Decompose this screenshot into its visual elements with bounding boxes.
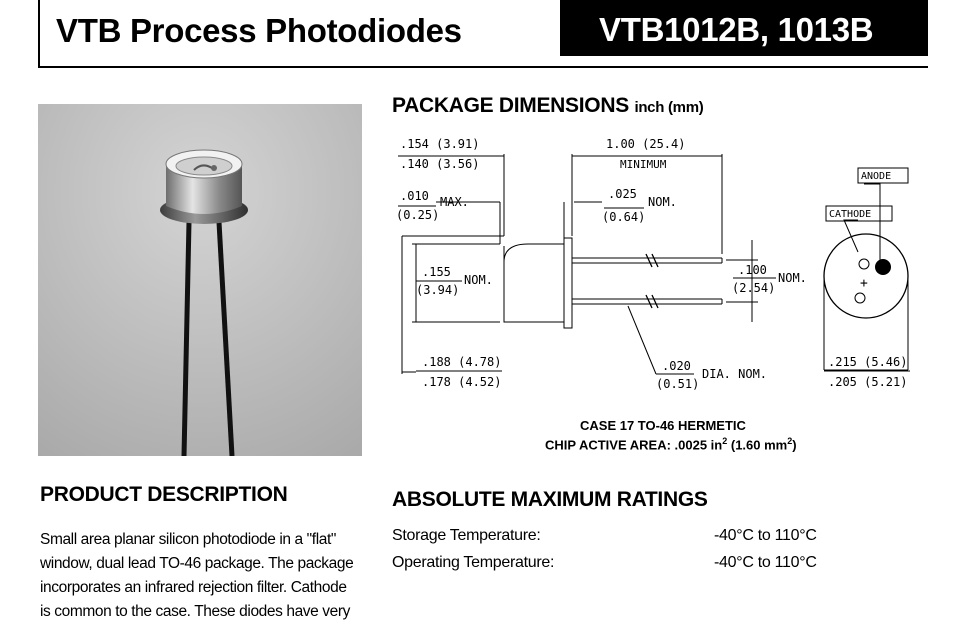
product-description-heading: PRODUCT DESCRIPTION: [40, 483, 288, 506]
chip-area-close: ): [792, 437, 797, 453]
rating-label: Operating Temperature:: [392, 554, 555, 571]
part-number-title: VTB1012B, 1013B: [599, 11, 874, 48]
dim-max-label: MAX.: [440, 195, 469, 209]
header-rule: [38, 66, 928, 68]
dim-dia-nom-label: DIA. NOM.: [702, 367, 767, 381]
case-info: CASE 17 TO-46 HERMETIC: [580, 418, 746, 433]
dim-025mm: (0.25): [396, 208, 439, 222]
package-dimension-drawing: .154 (3.91) .140 (3.56) 1.00 (25.4) MINI…: [388, 126, 948, 421]
desc-line-4: is common to the case. These diodes have…: [40, 603, 350, 620]
anode-label: ANODE: [861, 171, 891, 182]
dim-nom-label-2: NOM.: [464, 273, 493, 287]
dim-178: .178 (4.52): [422, 375, 501, 389]
dim-394mm: (3.94): [416, 283, 459, 297]
header-title: VTB Process Photodiodes: [56, 12, 462, 49]
product-photo: [38, 104, 362, 456]
dim-051mm: (0.51): [656, 377, 699, 391]
rating-label: Storage Temperature:: [392, 527, 541, 544]
package-units: inch (mm): [634, 99, 704, 116]
chip-active-area: CHIP ACTIVE AREA: .0025 in2 (1.60 mm2): [545, 436, 797, 452]
desc-line-2: window, dual lead TO-46 package. The pac…: [40, 555, 354, 572]
chip-area-text: CHIP ACTIVE AREA: .0025 in: [545, 437, 723, 453]
dim-020: .020: [662, 359, 691, 373]
rating-value: -40°C to 110°C: [714, 554, 817, 571]
dim-lead-length: 1.00 (25.4): [606, 137, 685, 151]
dim-155: .155: [422, 265, 451, 279]
dim-140: .140 (3.56): [400, 157, 479, 171]
chip-area-sup-1: 2: [722, 436, 728, 446]
dim-010: .010: [400, 189, 429, 203]
header-left-box: VTB Process Photodiodes: [38, 0, 558, 68]
dim-154: .154 (3.91): [400, 137, 479, 151]
dim-minimum: MINIMUM: [620, 158, 667, 171]
dim-254mm: (2.54): [732, 281, 775, 295]
dim-215: .215 (5.46): [828, 355, 907, 369]
dim-064mm: (0.64): [602, 210, 645, 224]
dim-188: .188 (4.78): [422, 355, 501, 369]
chip-area-sup-2: 2: [787, 436, 793, 446]
plus-sign: +: [860, 276, 868, 291]
absolute-ratings-heading: ABSOLUTE MAXIMUM RATINGS: [392, 488, 708, 511]
dim-205: .205 (5.21): [828, 375, 907, 389]
dim-100: .100: [738, 263, 767, 277]
dim-nom-label-3: NOM.: [778, 271, 807, 285]
product-description-text: Small area planar silicon photodiode in …: [40, 528, 364, 624]
header-right-box: VTB1012B, 1013B: [560, 0, 928, 56]
package-dimensions-title: PACKAGE DIMENSIONS: [392, 94, 629, 117]
desc-line-3: incorporates an infrared rejection filte…: [40, 579, 347, 596]
chip-area-mm: (1.60 mm: [727, 437, 788, 453]
rating-value: -40°C to 110°C: [714, 527, 817, 544]
dim-nom-label-1: NOM.: [648, 195, 677, 209]
desc-line-1: Small area planar silicon photodiode in …: [40, 531, 336, 548]
package-dimensions-heading: PACKAGE DIMENSIONS inch (mm): [392, 94, 704, 118]
dim-025: .025: [608, 187, 637, 201]
cathode-label: CATHODE: [829, 209, 871, 220]
